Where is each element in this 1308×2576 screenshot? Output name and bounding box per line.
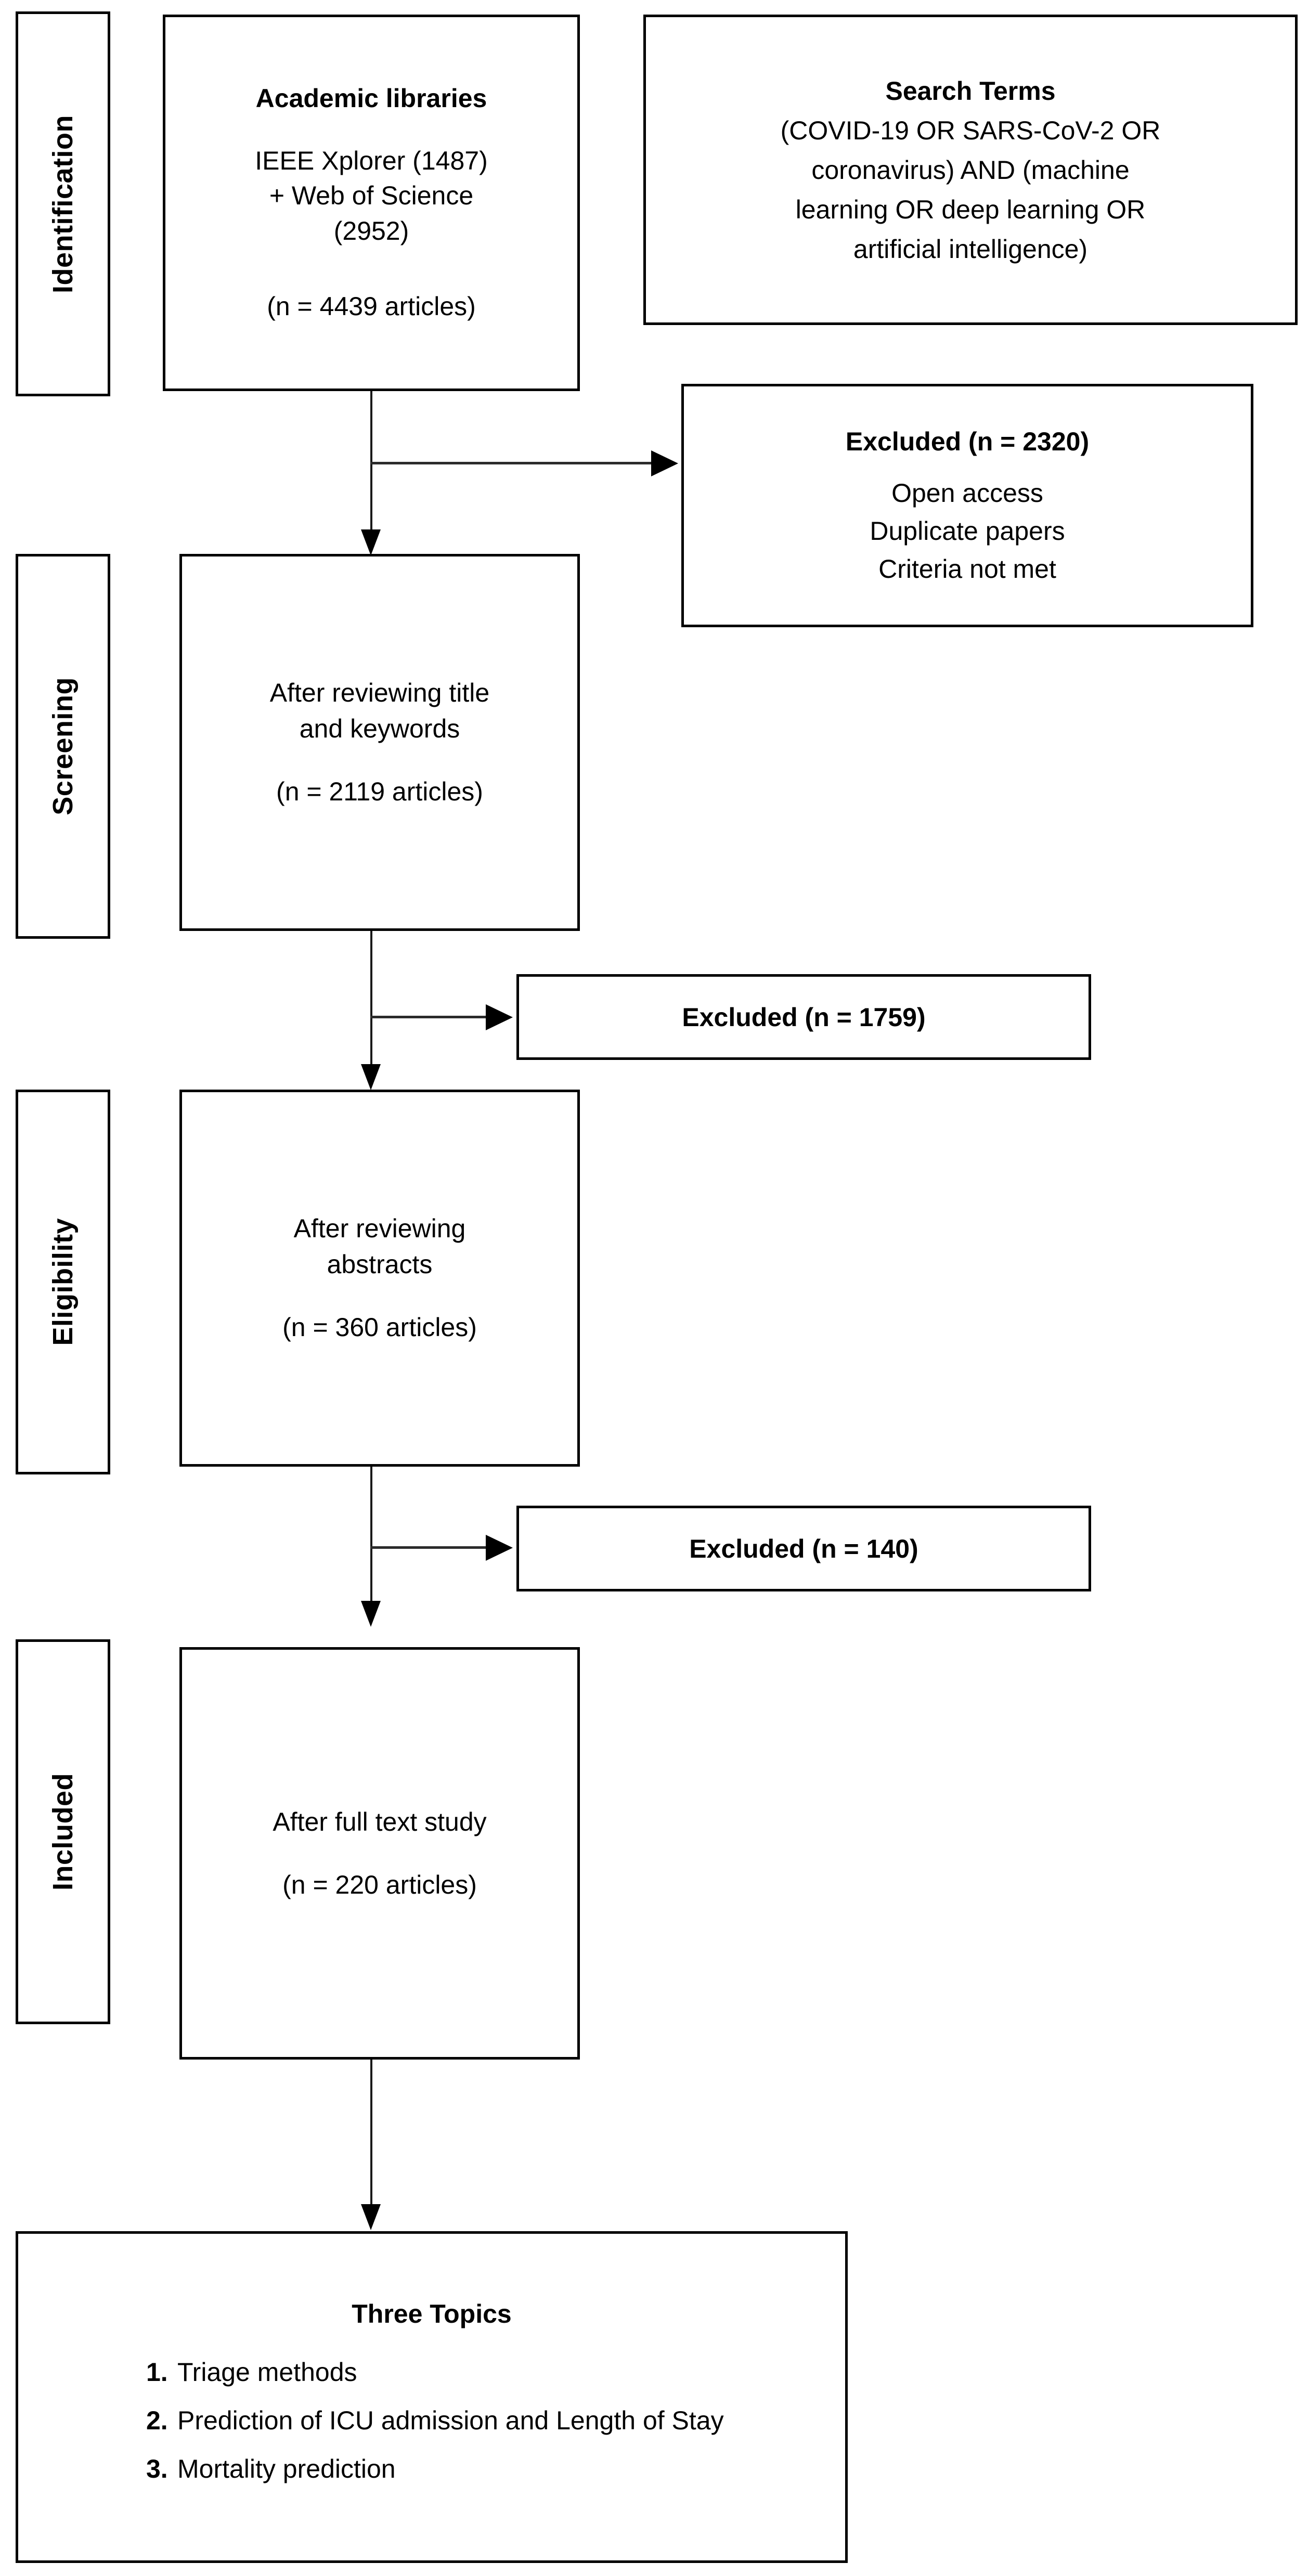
eligibility-line-2: abstracts [327,1250,433,1279]
excluded-3-box: Excluded (n = 140) [516,1506,1091,1591]
connector-screening-to-eligibility [370,931,372,1071]
excluded-1-reason-2: Duplicate papers [870,516,1065,546]
academic-libraries-title: Academic libraries [255,84,487,113]
search-terms-title: Search Terms [885,76,1056,106]
included-count: (n = 220 articles) [282,1870,477,1899]
search-terms-line-4: artificial intelligence) [853,234,1088,264]
screening-box: After reviewing title and keywords (n = … [179,554,580,931]
stage-label-identification-text: Identification [47,114,79,293]
excluded-2-title: Excluded (n = 1759) [682,1002,926,1032]
stage-label-eligibility-text: Eligibility [47,1218,79,1346]
eligibility-count: (n = 360 articles) [282,1313,477,1342]
topic-item-2: 2. Prediction of ICU admission and Lengt… [127,2402,736,2439]
excluded-3-title: Excluded (n = 140) [689,1534,918,1563]
topic-item-2-text: Prediction of ICU admission and Length o… [177,2405,724,2435]
stage-label-included-text: Included [47,1772,79,1891]
excluded-1-reason-1: Open access [891,478,1043,508]
topic-item-1-number: 1. [146,2357,168,2387]
stage-label-included: Included [16,1639,110,2024]
topic-item-1-text: Triage methods [177,2357,357,2387]
included-box: After full text study (n = 220 articles) [179,1647,580,2060]
three-topics-list: 1. Triage methods 2. Prediction of ICU a… [127,2354,736,2499]
search-terms-line-2: coronavirus) AND (machine [811,155,1130,185]
arrowhead-eligibility-to-excluded-3 [486,1535,513,1561]
topic-item-3-text: Mortality prediction [177,2454,396,2483]
academic-libraries-source-wos-count: (2952) [333,216,409,245]
connector-identification-to-excluded-1 [370,462,651,464]
academic-libraries-source-wos: + Web of Science [269,181,474,211]
excluded-1-title: Excluded (n = 2320) [845,427,1090,456]
topic-item-3: 3. Mortality prediction [127,2451,736,2488]
stage-label-identification: Identification [16,11,110,396]
topic-item-3-number: 3. [146,2454,168,2483]
connector-eligibility-to-excluded-3 [370,1546,486,1549]
search-terms-line-3: learning OR deep learning OR [795,195,1146,224]
eligibility-box: After reviewing abstracts (n = 360 artic… [179,1090,580,1467]
academic-libraries-source-ieee: IEEE Xplorer (1487) [255,146,488,175]
academic-libraries-total-count: (n = 4439 articles) [267,292,476,321]
arrowhead-identification-to-screening [361,529,381,555]
screening-count: (n = 2119 articles) [276,777,483,806]
three-topics-title: Three Topics [352,2299,512,2328]
stage-label-screening: Screening [16,554,110,939]
search-terms-box: Search Terms (COVID-19 OR SARS-CoV-2 OR … [643,15,1298,325]
excluded-2-box: Excluded (n = 1759) [516,974,1091,1060]
stage-label-eligibility: Eligibility [16,1090,110,1474]
academic-libraries-box: Academic libraries IEEE Xplorer (1487) +… [163,15,580,391]
topic-item-2-number: 2. [146,2405,168,2435]
excluded-1-reason-3: Criteria not met [878,554,1056,584]
included-line-1: After full text study [273,1807,487,1836]
screening-line-2: and keywords [299,714,460,743]
screening-line-1: After reviewing title [269,678,490,707]
arrowhead-identification-to-excluded-1 [651,450,678,476]
arrowhead-eligibility-to-included [361,1601,381,1627]
connector-eligibility-to-included [370,1467,372,1608]
excluded-1-box: Excluded (n = 2320) Open access Duplicat… [681,384,1253,627]
stage-label-screening-text: Screening [47,677,79,815]
search-terms-line-1: (COVID-19 OR SARS-CoV-2 OR [780,115,1161,145]
arrowhead-screening-to-eligibility [361,1064,381,1090]
eligibility-line-1: After reviewing [293,1214,466,1243]
arrowhead-screening-to-excluded-2 [486,1004,513,1030]
topic-item-1: 1. Triage methods [127,2354,736,2391]
three-topics-box: Three Topics 1. Triage methods 2. Predic… [16,2231,848,2563]
arrowhead-included-to-outcome [361,2204,381,2230]
connector-screening-to-excluded-2 [370,1016,486,1018]
connector-included-to-outcome [370,2060,372,2210]
